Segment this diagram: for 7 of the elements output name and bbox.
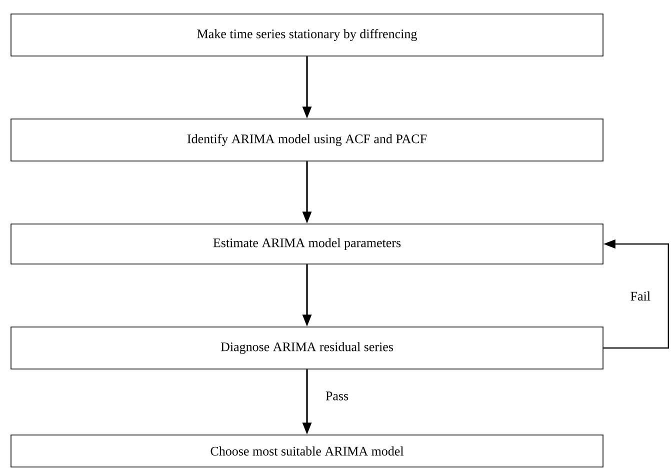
edge-label: Pass: [324, 390, 350, 402]
process-box: Identify ARIMA model using ACF and PACF: [10, 118, 604, 162]
process-box: Choose most suitable ARIMA model: [10, 434, 604, 468]
process-box: Make time series stationary by diffrencing: [10, 14, 604, 56]
edge-label: Fail: [629, 290, 652, 302]
process-box: Diagnose ARIMA residual series: [10, 326, 604, 370]
process-box: Estimate ARIMA model parameters: [10, 224, 604, 264]
